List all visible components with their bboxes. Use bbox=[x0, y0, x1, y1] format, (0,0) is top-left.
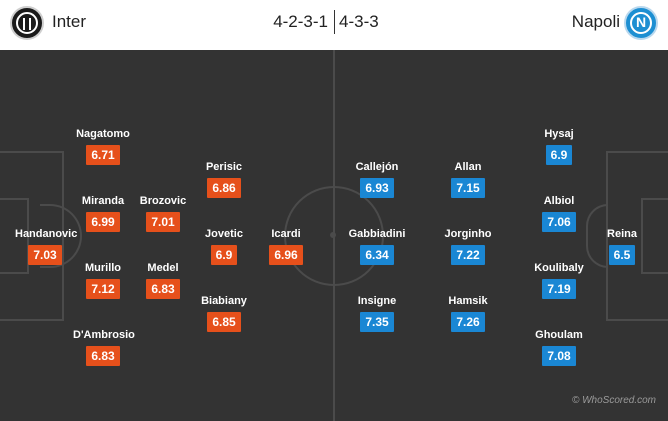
home-team-name[interactable]: Inter bbox=[52, 12, 87, 31]
player-gabbiadini[interactable]: Gabbiadini 6.34 bbox=[347, 228, 407, 265]
center-spot bbox=[330, 232, 336, 238]
player-rating: 6.96 bbox=[269, 245, 303, 265]
player-rating: 6.9 bbox=[210, 245, 238, 265]
home-formation: 4-2-3-1 bbox=[273, 12, 328, 31]
right-goal-area bbox=[641, 198, 668, 274]
player-murillo[interactable]: Murillo 7.12 bbox=[73, 262, 133, 299]
left-goal-area bbox=[0, 198, 29, 274]
player-brozovic[interactable]: Brozovic 7.01 bbox=[133, 195, 193, 232]
player-rating: 7.12 bbox=[86, 279, 120, 299]
player-name: Murillo bbox=[84, 262, 122, 274]
player-rating: 7.26 bbox=[451, 312, 485, 332]
player-rating: 7.35 bbox=[360, 312, 394, 332]
player-rating: 7.01 bbox=[146, 212, 180, 232]
player-miranda[interactable]: Miranda 6.99 bbox=[73, 195, 133, 232]
player-name: Nagatomo bbox=[76, 128, 130, 140]
player-rating: 6.34 bbox=[360, 245, 394, 265]
player-name: Koulibaly bbox=[534, 262, 584, 274]
player-rating: 6.83 bbox=[86, 346, 120, 366]
player-name: Hamsik bbox=[448, 295, 488, 307]
away-team-name[interactable]: Napoli bbox=[571, 12, 620, 31]
player-rating: 7.06 bbox=[542, 212, 576, 232]
player-callejon[interactable]: Callejón 6.93 bbox=[347, 161, 407, 198]
player-rating: 7.22 bbox=[451, 245, 485, 265]
player-rating: 6.85 bbox=[207, 312, 241, 332]
player-jorginho[interactable]: Jorginho 7.22 bbox=[438, 228, 498, 265]
player-rating: 6.93 bbox=[360, 178, 394, 198]
player-name: Miranda bbox=[81, 195, 125, 207]
player-handanovic[interactable]: Handanovic 7.03 bbox=[15, 228, 78, 265]
player-rating: 6.71 bbox=[86, 145, 120, 165]
player-name: Jorginho bbox=[444, 228, 492, 240]
center-circle bbox=[284, 186, 384, 286]
player-name: Gabbiadini bbox=[348, 228, 406, 240]
player-rating: 6.99 bbox=[86, 212, 120, 232]
player-rating: 7.08 bbox=[542, 346, 576, 366]
player-name: Brozovic bbox=[139, 195, 187, 207]
player-name: Callejón bbox=[355, 161, 399, 173]
pitch: Nagatomo 6.71 Perisic 6.86 Miranda 6.99 … bbox=[0, 50, 668, 421]
away-formation: 4-3-3 bbox=[339, 12, 379, 31]
player-ghoulam[interactable]: Ghoulam 7.08 bbox=[529, 329, 589, 366]
player-name: Perisic bbox=[205, 161, 243, 173]
match-header: Inter 4-2-3-1 4-3-3 Napoli N bbox=[0, 0, 668, 50]
player-name: Ghoulam bbox=[535, 329, 583, 341]
player-rating: 6.83 bbox=[146, 279, 180, 299]
player-name: Handanovic bbox=[15, 228, 78, 240]
player-albiol[interactable]: Albiol 7.06 bbox=[529, 195, 589, 232]
whoscored-credit[interactable]: © WhoScored.com bbox=[571, 395, 656, 406]
player-rating: 6.5 bbox=[608, 245, 636, 265]
player-rating: 7.03 bbox=[28, 245, 62, 265]
player-medel[interactable]: Medel 6.83 bbox=[133, 262, 193, 299]
player-name: D'Ambrosio bbox=[73, 329, 135, 341]
player-dambrosio[interactable]: D'Ambrosio 6.83 bbox=[73, 329, 135, 366]
player-insigne[interactable]: Insigne 7.35 bbox=[347, 295, 407, 332]
player-hysaj[interactable]: Hysaj 6.9 bbox=[529, 128, 589, 165]
player-koulibaly[interactable]: Koulibaly 7.19 bbox=[529, 262, 589, 299]
player-rating: 6.86 bbox=[207, 178, 241, 198]
player-icardi[interactable]: Icardi 6.96 bbox=[256, 228, 316, 265]
player-name: Medel bbox=[147, 262, 179, 274]
player-nagatomo[interactable]: Nagatomo 6.71 bbox=[73, 128, 133, 165]
player-name: Albiol bbox=[543, 195, 575, 207]
player-rating: 7.15 bbox=[451, 178, 485, 198]
player-rating: 6.9 bbox=[545, 145, 573, 165]
player-jovetic[interactable]: Jovetic 6.9 bbox=[194, 228, 254, 265]
player-name: Allan bbox=[454, 161, 482, 173]
player-perisic[interactable]: Perisic 6.86 bbox=[194, 161, 254, 198]
player-name: Icardi bbox=[271, 228, 301, 240]
player-biabiany[interactable]: Biabiany 6.85 bbox=[194, 295, 254, 332]
player-name: Reina bbox=[607, 228, 637, 240]
player-rating: 7.19 bbox=[542, 279, 576, 299]
player-name: Biabiany bbox=[201, 295, 247, 307]
formation-divider bbox=[334, 10, 335, 34]
player-reina[interactable]: Reina 6.5 bbox=[592, 228, 652, 265]
napoli-crest-icon: N bbox=[624, 6, 658, 40]
inter-crest-icon bbox=[10, 6, 44, 40]
player-name: Jovetic bbox=[205, 228, 243, 240]
player-name: Hysaj bbox=[544, 128, 574, 140]
player-allan[interactable]: Allan 7.15 bbox=[438, 161, 498, 198]
player-name: Insigne bbox=[357, 295, 397, 307]
player-hamsik[interactable]: Hamsik 7.26 bbox=[438, 295, 498, 332]
